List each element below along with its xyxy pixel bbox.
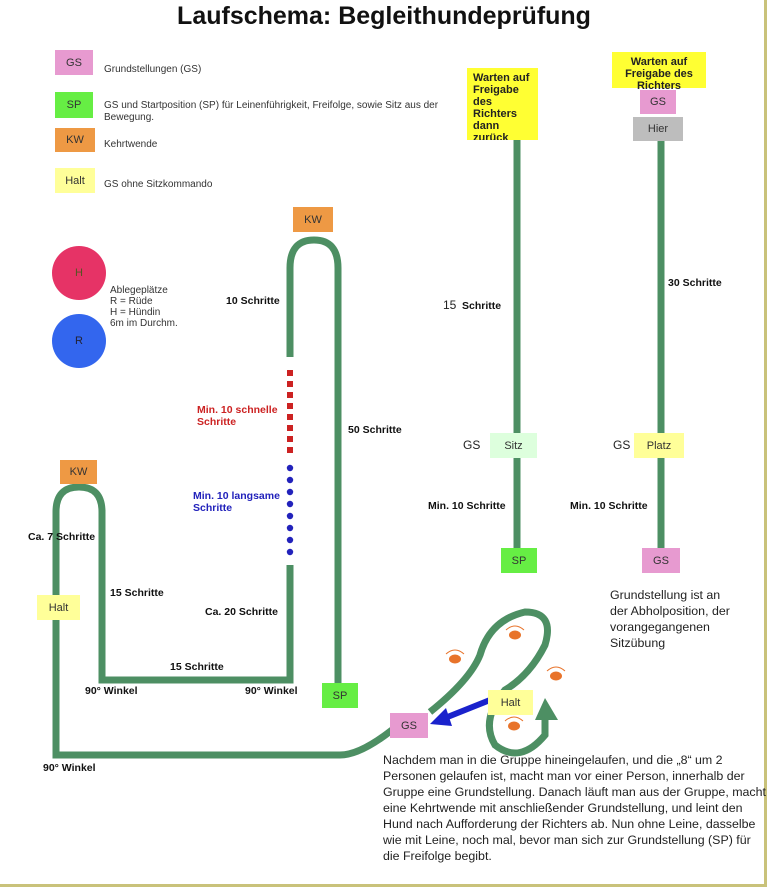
description-paragraph: Nachdem man in die Gruppe hineingelaufen…	[383, 753, 766, 863]
platz-steps-label: 30 Schritte	[668, 277, 722, 289]
platz-caption: Grundstellung ist an der Abholposition, …	[610, 588, 730, 650]
group-persons	[445, 625, 566, 731]
kehrtwende-top: KW	[293, 207, 333, 232]
ablage-legend: Ablegeplätze R = Rüde H = Hündin 6m im D…	[110, 285, 178, 329]
legend-kw-box: KW	[55, 128, 95, 152]
legend-halt-text: GS ohne Sitzkommando	[104, 179, 213, 190]
platz-note: Warten auf Freigabe des Richters	[612, 52, 706, 92]
platz-min-steps: Min. 10 Schritte	[570, 500, 648, 512]
page-title: Laufschema: Begleithundeprüfung	[177, 2, 591, 30]
legend-sp-text: GS und Startposition (SP) für Leinenführ…	[104, 100, 439, 123]
label-fast-steps: Min. 10 schnelle Schritte	[197, 404, 278, 428]
slow-steps-dots	[286, 464, 294, 556]
label-90-winkel: 90° Winkel	[43, 762, 96, 774]
halt-group: Halt	[488, 690, 533, 715]
path-middle-top-arc	[286, 236, 342, 686]
sitz-steps-label: Schritte	[462, 300, 502, 312]
ablage-circle-r	[52, 314, 106, 368]
label-15-schritte: 15 Schritte	[110, 587, 164, 599]
sitz-box: Sitz	[490, 433, 537, 458]
label-ca-20-schritte: Ca. 20 Schritte	[205, 606, 278, 618]
label-50-schritte: 50 Schritte	[348, 424, 402, 436]
label-90-winkel: 90° Winkel	[245, 685, 298, 697]
grundstellung-group: GS	[390, 713, 428, 738]
legend-halt-box: Halt	[55, 168, 95, 193]
sitz-gs-label: GS	[463, 438, 481, 452]
legend-gs-box: GS	[55, 50, 93, 75]
ablage-line: R = Rüde	[110, 296, 153, 307]
halt-left: Halt	[37, 595, 80, 620]
platz-hier: Hier	[633, 117, 683, 141]
startposition-middle: SP	[322, 683, 358, 708]
path-left-loop	[52, 483, 395, 759]
ablage-line: Ablegeplätze	[110, 285, 168, 296]
legend-kw-text: Kehrtwende	[104, 139, 158, 150]
path-middle-lower	[98, 510, 294, 684]
label-15-schritte: 15 Schritte	[170, 661, 224, 673]
blue-arrow	[430, 697, 492, 726]
ablage-line: 6m im Durchm.	[110, 318, 178, 329]
sitz-steps-number: 15	[443, 298, 457, 312]
platz-box: Platz	[634, 433, 684, 458]
eight-arrowhead	[535, 698, 558, 720]
label-90-winkel: 90° Winkel	[85, 685, 138, 697]
ablage-line: H = Hündin	[110, 307, 161, 318]
ablage-h-label: H	[75, 267, 83, 279]
path-figure-eight	[427, 608, 551, 757]
sitz-note: Warten auf Freigabe des Richters dann zu…	[467, 68, 538, 140]
label-10-schritte: 10 Schritte	[226, 295, 280, 307]
ablage-circle-h	[52, 246, 106, 300]
platz-gs-label: GS	[613, 438, 631, 452]
platz-gs-bottom: GS	[642, 548, 680, 573]
fast-steps-dots	[287, 370, 293, 453]
kehrtwende-left: KW	[60, 460, 97, 484]
label-slow-steps: Min. 10 langsame Schritte	[193, 490, 280, 514]
platz-gs-top: GS	[640, 90, 676, 114]
sitz-startposition: SP	[501, 548, 537, 573]
legend-sp-box: SP	[55, 92, 93, 118]
label-ca-7-schritte: Ca. 7 Schritte	[28, 531, 96, 543]
ablage-r-label: R	[75, 335, 83, 347]
legend-gs-text: Grundstellungen (GS)	[104, 64, 202, 75]
sitz-min-steps: Min. 10 Schritte	[428, 500, 506, 512]
